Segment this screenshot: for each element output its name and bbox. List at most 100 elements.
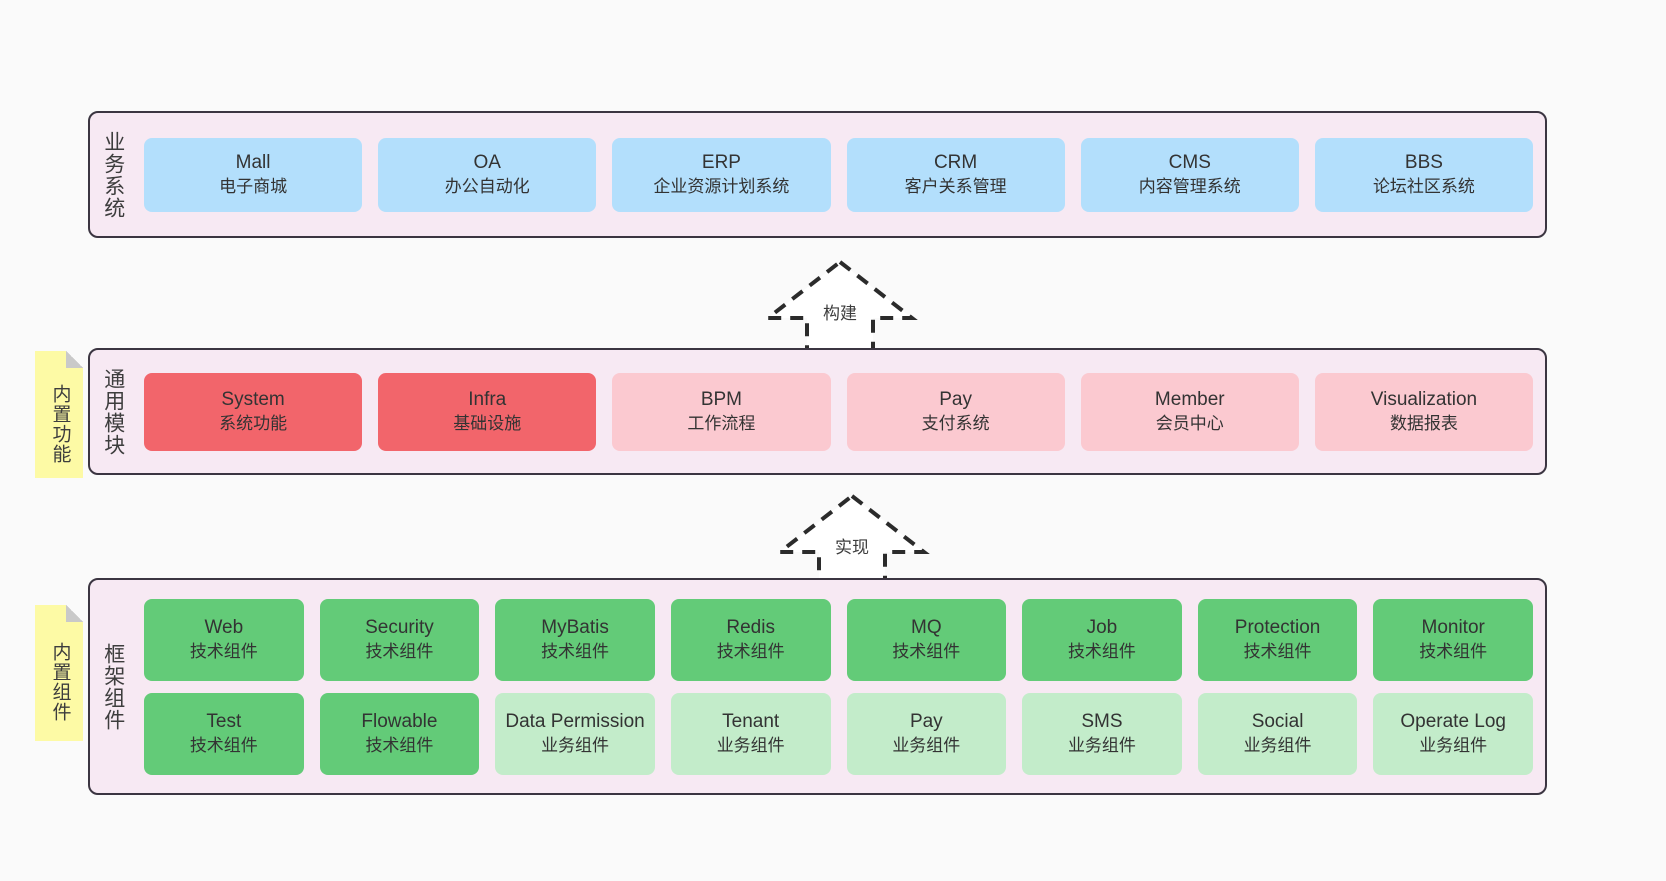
node-job[interactable]: Job 技术组件: [1022, 598, 1182, 681]
node-mq-name: MQ: [911, 617, 942, 639]
node-mybatis-sub: 技术组件: [541, 641, 610, 661]
node-protection-name: Protection: [1234, 617, 1321, 639]
node-bbs-name: BBS: [1404, 152, 1443, 174]
node-test[interactable]: Test 技术组件: [144, 692, 304, 775]
node-operate-log-sub: 业务组件: [1419, 735, 1488, 755]
sticky-note-builtin-components: 内置组件: [35, 605, 83, 741]
node-job-sub: 技术组件: [1067, 641, 1136, 661]
node-member-sub: 会员中心: [1155, 413, 1224, 433]
node-cms[interactable]: CMS 内容管理系统: [1080, 137, 1299, 212]
node-job-name: Job: [1086, 617, 1118, 639]
node-system-sub: 系统功能: [219, 413, 288, 433]
node-social[interactable]: Social 业务组件: [1197, 692, 1358, 775]
node-bpm-name: BPM: [700, 389, 743, 411]
node-infra-sub: 基础设施: [453, 413, 522, 433]
layer-common-modules: 通用模块 System 系统功能 Infra 基础设施 BPM 工作流程 Pay…: [88, 348, 1547, 475]
node-pay-module[interactable]: Pay 支付系统: [846, 372, 1065, 451]
node-mall-sub: 电子商城: [219, 176, 288, 196]
node-protection-sub: 技术组件: [1243, 641, 1312, 661]
node-operate-log-name: Operate Log: [1400, 711, 1506, 733]
node-bpm-sub: 工作流程: [687, 413, 756, 433]
node-bbs[interactable]: BBS 论坛社区系统: [1314, 137, 1534, 212]
arrow-build-label: 构建: [823, 304, 857, 323]
node-tenant-name: Tenant: [722, 711, 780, 733]
node-member[interactable]: Member 会员中心: [1080, 372, 1299, 451]
row-business-systems: Mall 电子商城 OA 办公自动化 ERP 企业资源计划系统 CRM 客户关系…: [144, 137, 1534, 212]
arrow-implement-up-icon: 实现: [774, 492, 930, 588]
node-mq-sub: 技术组件: [892, 641, 961, 661]
sticky-note-builtin-components-label: 内置组件: [49, 642, 71, 722]
node-operate-log[interactable]: Operate Log 业务组件: [1373, 692, 1533, 775]
node-data-permission-name: Data Permission: [505, 711, 645, 733]
node-security-name: Security: [365, 617, 434, 639]
node-infra-name: Infra: [468, 389, 507, 411]
node-web-sub: 技术组件: [189, 641, 258, 661]
node-pay-component-sub: 业务组件: [892, 735, 961, 755]
node-cms-name: CMS: [1168, 152, 1211, 174]
sticky-note-builtin-features-label: 内置功能: [49, 383, 71, 464]
node-bpm[interactable]: BPM 工作流程: [612, 372, 831, 451]
node-sms[interactable]: SMS 业务组件: [1022, 692, 1182, 775]
arrow-build-up-icon: 构建: [762, 258, 918, 354]
node-monitor-name: Monitor: [1421, 617, 1485, 639]
node-crm-name: CRM: [933, 152, 978, 174]
node-redis[interactable]: Redis 技术组件: [670, 598, 831, 681]
node-oa-name: OA: [473, 152, 501, 174]
layer-body-business: Mall 电子商城 OA 办公自动化 ERP 企业资源计划系统 CRM 客户关系…: [136, 113, 1545, 236]
node-bbs-sub: 论坛社区系统: [1372, 176, 1475, 196]
node-member-name: Member: [1154, 389, 1225, 411]
node-mybatis-name: MyBatis: [541, 617, 609, 639]
node-data-permission-sub: 业务组件: [541, 735, 610, 755]
layer-title-business: 业务系统: [101, 130, 125, 219]
node-mq[interactable]: MQ 技术组件: [846, 598, 1007, 681]
node-system[interactable]: System 系统功能: [144, 372, 363, 451]
sticky-note-builtin-features: 内置功能: [35, 351, 83, 478]
node-pay-component-name: Pay: [909, 711, 943, 733]
node-monitor-sub: 技术组件: [1419, 641, 1488, 661]
node-oa-sub: 办公自动化: [444, 176, 530, 196]
node-mall-name: Mall: [235, 152, 271, 174]
node-pay-component[interactable]: Pay 业务组件: [846, 692, 1007, 775]
node-sms-sub: 业务组件: [1067, 735, 1136, 755]
node-mybatis[interactable]: MyBatis 技术组件: [495, 598, 655, 681]
node-erp-name: ERP: [701, 152, 741, 174]
node-system-name: System: [221, 389, 285, 411]
node-infra[interactable]: Infra 基础设施: [378, 372, 597, 451]
node-erp-sub: 企业资源计划系统: [653, 176, 790, 196]
node-pay-module-name: Pay: [939, 389, 972, 411]
node-cms-sub: 内容管理系统: [1138, 176, 1241, 196]
row-common-modules: System 系统功能 Infra 基础设施 BPM 工作流程 Pay 支付系统…: [144, 372, 1534, 451]
node-tenant-sub: 业务组件: [716, 735, 785, 755]
row-framework-business: Test 技术组件 Flowable 技术组件 Data Permission …: [144, 692, 1533, 775]
node-web-name: Web: [204, 617, 244, 639]
node-social-name: Social: [1251, 711, 1304, 733]
node-visualization[interactable]: Visualization 数据报表: [1314, 372, 1534, 451]
node-redis-name: Redis: [726, 617, 775, 639]
layer-title-common: 通用模块: [101, 367, 125, 456]
node-security[interactable]: Security 技术组件: [319, 598, 480, 681]
node-flowable[interactable]: Flowable 技术组件: [319, 692, 480, 775]
node-web[interactable]: Web 技术组件: [144, 598, 304, 681]
node-mall[interactable]: Mall 电子商城: [144, 137, 363, 212]
node-flowable-sub: 技术组件: [365, 735, 434, 755]
node-crm[interactable]: CRM 客户关系管理: [846, 137, 1065, 212]
node-sms-name: SMS: [1081, 711, 1123, 733]
node-test-sub: 技术组件: [189, 735, 258, 755]
node-monitor[interactable]: Monitor 技术组件: [1373, 598, 1533, 681]
layer-body-common: System 系统功能 Infra 基础设施 BPM 工作流程 Pay 支付系统…: [136, 350, 1545, 473]
node-crm-sub: 客户关系管理: [904, 176, 1007, 196]
node-oa[interactable]: OA 办公自动化: [378, 137, 597, 212]
arrow-implement-label: 实现: [835, 538, 869, 557]
node-visualization-sub: 数据报表: [1389, 413, 1458, 433]
node-protection[interactable]: Protection 技术组件: [1197, 598, 1358, 681]
node-tenant[interactable]: Tenant 业务组件: [670, 692, 831, 775]
node-visualization-name: Visualization: [1370, 389, 1478, 411]
node-security-sub: 技术组件: [365, 641, 434, 661]
node-test-name: Test: [206, 711, 242, 733]
layer-title-framework: 框架组件: [101, 642, 125, 731]
node-erp[interactable]: ERP 企业资源计划系统: [612, 137, 831, 212]
row-framework-tech: Web 技术组件 Security 技术组件 MyBatis 技术组件 Redi…: [144, 598, 1533, 681]
node-data-permission[interactable]: Data Permission 业务组件: [495, 692, 655, 775]
node-flowable-name: Flowable: [361, 711, 438, 733]
